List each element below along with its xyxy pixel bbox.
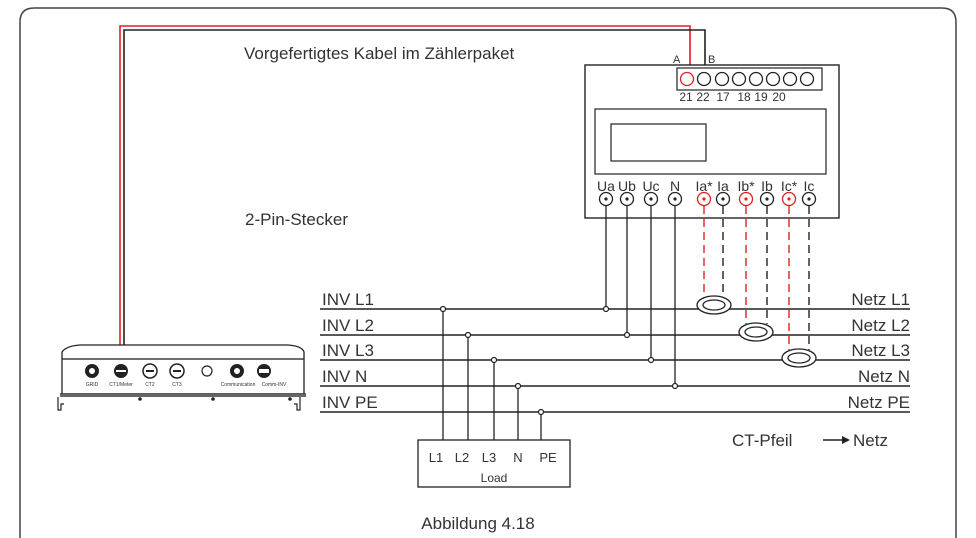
load-terminal-labels: L1 L2 L3 N PE (429, 450, 557, 465)
meter-bottom-terminal-label: Ib (761, 178, 773, 194)
meter-bottom-terminal-label: Ic* (781, 178, 798, 194)
load-wires (442, 309, 542, 440)
grid-line-label: Netz PE (848, 393, 910, 412)
meter-bottom-terminal-dot (649, 197, 653, 201)
diagram-frame (19, 7, 957, 538)
load-junction-dots (439, 305, 545, 416)
power-lines (320, 308, 910, 413)
connector-label: 2-Pin-Stecker (245, 210, 348, 229)
meter-bottom-terminal-label: Ia (717, 178, 729, 194)
inverter-line-label: INV N (322, 367, 367, 386)
meter-top-terminal-number: 21 (679, 90, 693, 104)
meter-letter-b: B (708, 54, 715, 66)
load-terminal-label: L3 (482, 450, 496, 465)
meter-bottom-terminal-label: Ub (618, 178, 636, 194)
meter-bottom-terminal-dot (702, 197, 706, 201)
meter-bottom-terminal-dot (744, 197, 748, 201)
ct-clamps (696, 295, 817, 368)
ct-arrow-label: CT-Pfeil (732, 431, 792, 450)
ct-clamp-l1 (696, 295, 732, 315)
meter-top-terminal (799, 71, 815, 87)
load-box (417, 439, 571, 488)
ct-clamp-l2 (738, 322, 774, 342)
inverter-line-label: INV L2 (322, 316, 374, 335)
meter-bottom-terminal-dot (604, 197, 608, 201)
load-label: Load (481, 471, 508, 485)
meter-bottom-terminal-label: Ia* (695, 178, 713, 194)
load-terminal-label: L2 (455, 450, 469, 465)
ct2-port-icon (142, 363, 158, 379)
ct-meter-port-icon (114, 364, 128, 378)
load-terminal-label: N (513, 450, 522, 465)
meter-top-terminal-number: 20 (772, 90, 786, 104)
meter-bottom-terminal-label: Uc (642, 178, 659, 194)
grid-line-label: Netz L2 (851, 316, 910, 335)
port-label-ct1: CT1/Meter (109, 382, 133, 388)
meter-top-terminals (679, 71, 815, 87)
comm-inv-port-icon (257, 364, 271, 378)
meter-bottom-terminal-dot (721, 197, 725, 201)
prefab-cable (119, 25, 706, 370)
meter-bottom-terminals (598, 191, 817, 207)
meter-bottom-terminal-dot (807, 197, 811, 201)
meter-top-terminal (714, 71, 730, 87)
inverter-line-label: INV L1 (322, 290, 374, 309)
meter-bottom-terminal-label: Ic (804, 178, 815, 194)
meter-bottom-terminal-label: Ib* (737, 178, 755, 194)
meter-top-terminal (765, 71, 781, 87)
grid-line-label: Netz N (858, 367, 910, 386)
meter-top-terminal (696, 71, 712, 87)
port-label-grid: GRID (86, 382, 99, 388)
inverter-line-label: INV PE (322, 393, 378, 412)
meter-bottom-terminal-dot (673, 197, 677, 201)
port-label-ct2: CT2 (145, 382, 155, 388)
meter-bottom-terminal-label: Ua (597, 178, 615, 194)
grid-line-label: Netz L3 (851, 341, 910, 360)
grid-line-label: Netz L1 (851, 290, 910, 309)
meter-top-terminal (679, 71, 695, 87)
meter-top-terminal-number: 19 (754, 90, 768, 104)
cable-label: Vorgefertigtes Kabel im Zählerpaket (244, 44, 515, 63)
meter-bottom-terminal-dot (765, 197, 769, 201)
meter-bottom-terminal-dot (625, 197, 629, 201)
meter-top-terminal (748, 71, 764, 87)
communication-port-icon (230, 364, 244, 378)
meter-top-terminal (731, 71, 747, 87)
inverter-line-labels: INV L1 INV L2 INV L3 INV N INV PE (322, 290, 378, 412)
meter-top-terminal (782, 71, 798, 87)
port-label-ct3: CT3 (172, 382, 182, 388)
ct3-port-icon (169, 363, 185, 379)
meter-display-screen (610, 123, 707, 162)
port-label-communication: Communication (221, 382, 256, 388)
arrow-icon (823, 436, 850, 444)
load-terminal-label: PE (539, 450, 557, 465)
inverter: GRID CT1/Meter CT2 CT3 Communication Com… (57, 344, 306, 411)
meter-top-terminal-number: 18 (737, 90, 751, 104)
inverter-line-label: INV L3 (322, 341, 374, 360)
port-label-comm-inv: Comm-INV (262, 382, 287, 388)
figure-caption: Abbildung 4.18 (421, 514, 534, 533)
ct-clamp-l3 (781, 348, 817, 368)
meter-letter-a: A (673, 54, 681, 66)
meter-top-terminal-number: 22 (696, 90, 710, 104)
grid-port-icon (85, 364, 99, 378)
ct-wires (703, 206, 810, 350)
load-terminal-label: L1 (429, 450, 443, 465)
voltage-wires (605, 206, 676, 386)
led-icon (201, 365, 213, 377)
meter-top-terminal-number: 17 (716, 90, 730, 104)
meter-bottom-terminal-dot (787, 197, 791, 201)
grid-line-labels: Netz L1 Netz L2 Netz L3 Netz N Netz PE (848, 290, 910, 412)
meter-bottom-terminal-label: N (670, 178, 680, 194)
ct-arrow-target: Netz (853, 431, 888, 450)
junction-dots (602, 305, 679, 390)
